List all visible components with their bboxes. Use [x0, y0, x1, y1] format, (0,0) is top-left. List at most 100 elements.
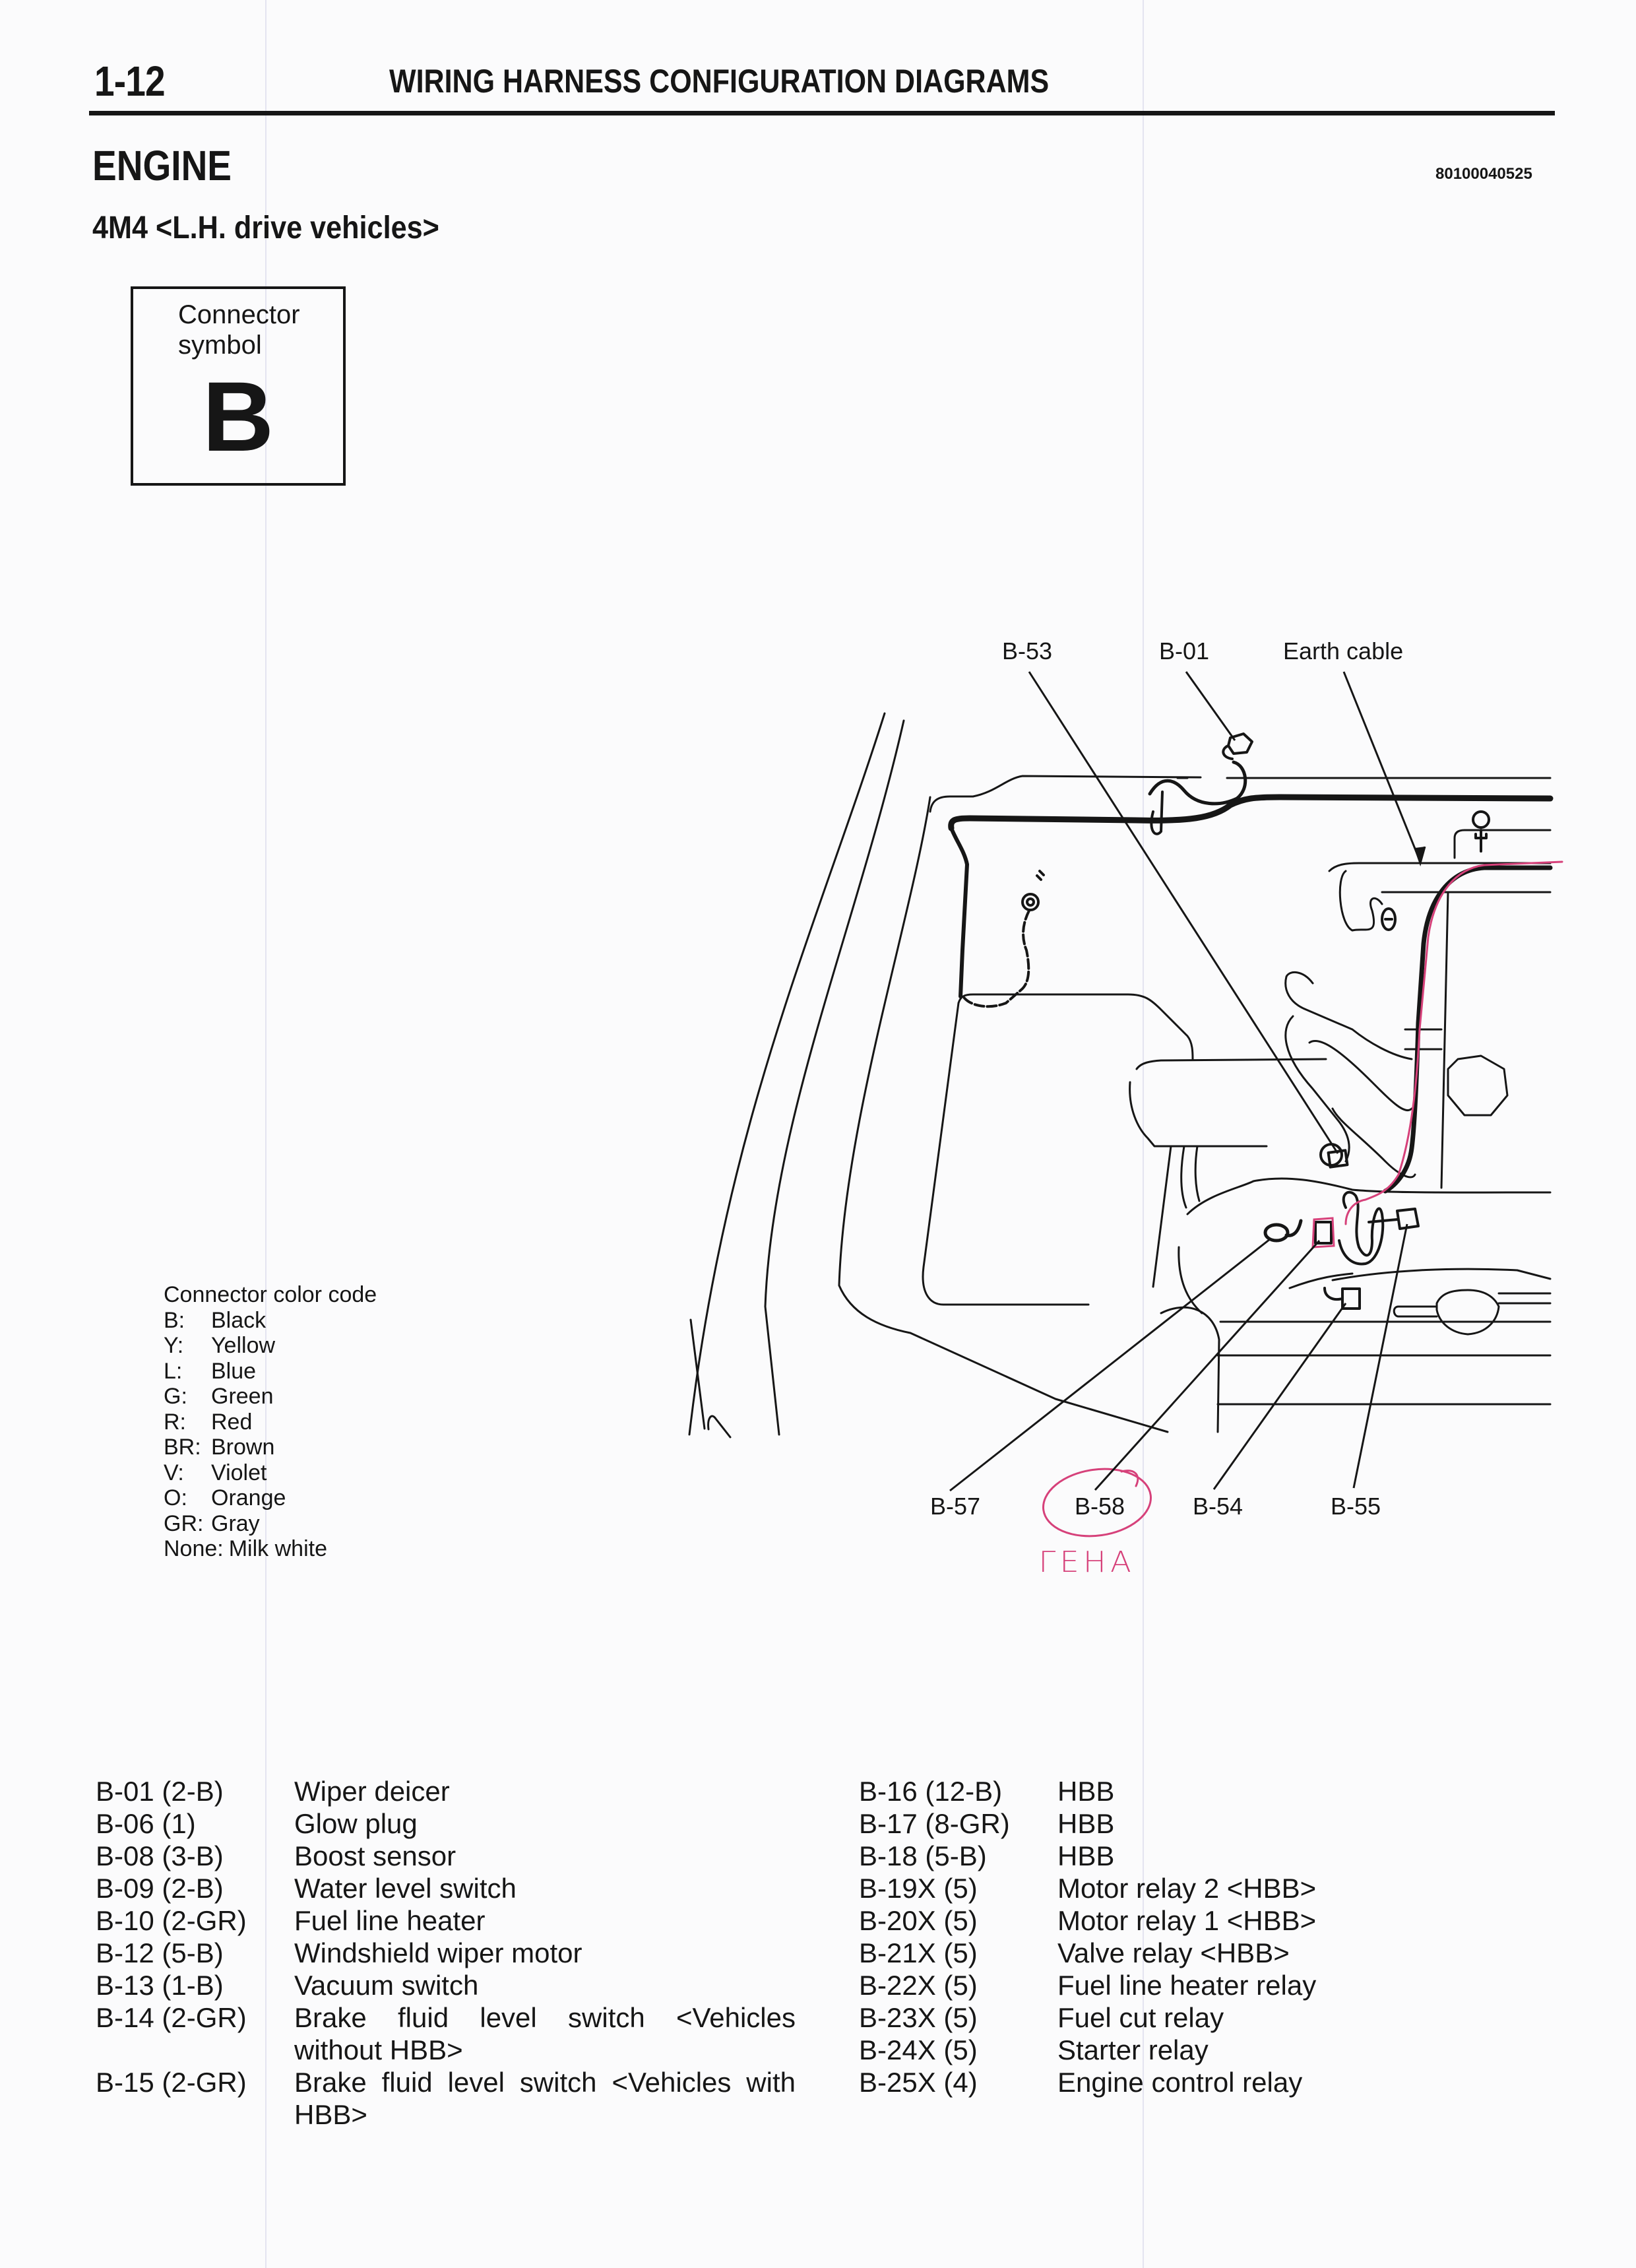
- leader-b01: [1185, 671, 1236, 741]
- s-harness: [1338, 1190, 1385, 1266]
- legend-color-name: Red: [211, 1409, 253, 1435]
- connector-code: B-20X (5): [859, 1905, 978, 1936]
- earth-cable-arrowhead: [1414, 846, 1426, 867]
- reservoir-left: [922, 1002, 1090, 1306]
- legend-color-name: Gray: [211, 1510, 260, 1536]
- connector-row: B-10 (2-GR)Fuel line heater: [96, 1904, 796, 1937]
- legend-color-name: Orange: [211, 1485, 286, 1510]
- legend-code: V:: [164, 1460, 184, 1485]
- connector-row: B-15 (2-GR)Brake fluid level switch <Veh…: [96, 2066, 796, 2131]
- connector-code: B-19X (5): [859, 1873, 978, 1904]
- legend-color-name: Green: [211, 1384, 274, 1409]
- lower-rail: [1393, 1292, 1552, 1318]
- connector-code: B-17 (8-GR): [859, 1808, 1010, 1839]
- connector-description: Windshield wiper motor: [294, 1937, 582, 1968]
- ground-bolt: [1381, 907, 1397, 931]
- label-b55: B-55: [1331, 1493, 1381, 1520]
- main-harness: [948, 794, 1554, 831]
- body-top-outline: [929, 775, 1202, 813]
- glow-plug-lead: [962, 870, 1045, 1008]
- connector-description: HBB: [1057, 1808, 1115, 1839]
- connector-row: B-20X (5)Motor relay 1 <HBB>: [859, 1904, 1519, 1937]
- legend-entry: GR: Gray: [164, 1511, 377, 1537]
- scan-artifact-line: [265, 0, 267, 2268]
- legend-color-name: Blue: [211, 1358, 257, 1384]
- legend-entry: V: Violet: [164, 1460, 377, 1486]
- legend-code: B:: [164, 1307, 185, 1333]
- legend-entry: L:Blue: [164, 1359, 377, 1384]
- connector-row: B-09 (2-B)Water level switch: [96, 1872, 796, 1904]
- lower-cap: [1435, 1289, 1500, 1336]
- connector-description: Motor relay 2 <HBB>: [1057, 1873, 1317, 1904]
- connector-row: B-01 (2-B) Wiper deicer: [96, 1775, 796, 1807]
- manifold-bands: [1404, 1028, 1443, 1051]
- connector-code: B-01 (2-B): [96, 1776, 224, 1807]
- harness-clip: [1150, 791, 1164, 835]
- legend-code: O:: [164, 1485, 187, 1510]
- connector-row: B-06 (1)Glow plug: [96, 1807, 796, 1840]
- engine-lower: [1186, 1177, 1552, 1215]
- legend-title: Connector color code: [164, 1282, 377, 1307]
- running-title: WIRING HARNESS CONFIGURATION DIAGRAMS: [389, 63, 1050, 100]
- fender-hook: [707, 1415, 732, 1439]
- connector-description: Valve relay <HBB>: [1057, 1937, 1290, 1968]
- pink-connector-outline: [1311, 1217, 1335, 1248]
- connector-description: HBB: [1057, 1776, 1115, 1807]
- connector-code: B-23X (5): [859, 2002, 978, 2033]
- connector-row: B-22X (5)Fuel line heater relay: [859, 1969, 1519, 2001]
- connector-code: B-10 (2-GR): [96, 1905, 247, 1936]
- connector-description: HBB: [1057, 1840, 1115, 1871]
- connector-code: B-08 (3-B): [96, 1840, 224, 1871]
- legend-entry: BR:Brown: [164, 1435, 377, 1460]
- connector-b54: [1323, 1287, 1361, 1310]
- legend-entry: R: Red: [164, 1409, 377, 1435]
- hose-4: [1308, 1040, 1413, 1112]
- legend-entry: Y:Yellow: [164, 1333, 377, 1359]
- pink-circle-tail: [1120, 1470, 1139, 1487]
- lower-arc: [1331, 1268, 1552, 1281]
- connector-description: Engine control relay: [1057, 2067, 1303, 2098]
- connector-symbol-caption: Connector symbol: [178, 300, 300, 360]
- reservoir-box: [957, 993, 1194, 1060]
- header-rule: [89, 111, 1555, 115]
- label-b54: B-54: [1193, 1493, 1243, 1520]
- leader-b58: [1094, 1239, 1321, 1491]
- connector-row: B-17 (8-GR) HBB: [859, 1807, 1519, 1840]
- legend-entry: G:Green: [164, 1384, 377, 1409]
- connector-code: B-06 (1): [96, 1808, 196, 1839]
- fender-line-outer: [688, 712, 886, 1436]
- fender-line-2: [764, 719, 905, 1436]
- connector-code: B-12 (5-B): [96, 1937, 224, 1968]
- legend-entry: None:Milk white: [164, 1536, 377, 1562]
- leader-b54: [1212, 1303, 1347, 1490]
- connector-b58: [1314, 1221, 1333, 1245]
- connector-row: B-23X (5)Fuel cut relay: [859, 2001, 1519, 2034]
- connector-code: B-13 (1-B): [96, 1970, 224, 2001]
- fender-line-3: [838, 796, 1169, 1433]
- connector-code: B-24X (5): [859, 2034, 978, 2065]
- legend-color-name: Brown: [211, 1435, 275, 1460]
- legend-color-name: Violet: [211, 1460, 267, 1485]
- engine-curve: [1178, 1246, 1203, 1314]
- caption-line-2: symbol: [178, 331, 262, 360]
- air-cleaner-legs: [1152, 1145, 1201, 1288]
- engine-round: [1160, 1306, 1220, 1433]
- legend-code: R:: [164, 1409, 186, 1435]
- connector-code: B-16 (12-B): [859, 1776, 1003, 1807]
- connector-row: B-14 (2-GR)Brake fluid level switch <Veh…: [96, 2001, 796, 2066]
- connector-description: Fuel line heater relay: [1057, 1970, 1317, 2001]
- side-harness: [1383, 865, 1553, 1194]
- connector-row: B-21X (5)Valve relay <HBB>: [859, 1937, 1519, 1969]
- connector-b57: [1263, 1219, 1303, 1243]
- connector-description: Wiper deicer: [294, 1776, 450, 1807]
- label-b57: B-57: [930, 1493, 981, 1520]
- label-b53: B-53: [1002, 637, 1053, 664]
- legend-code: GR:: [164, 1510, 204, 1536]
- hose-2: [1284, 971, 1413, 1060]
- connector-description: Water level switch: [294, 1873, 517, 1904]
- connector-description: Starter relay: [1057, 2034, 1209, 2065]
- connector-description: Vacuum switch: [294, 1970, 479, 2001]
- connector-description: Brake fluid level switch <Vehicles witho…: [294, 2002, 796, 2065]
